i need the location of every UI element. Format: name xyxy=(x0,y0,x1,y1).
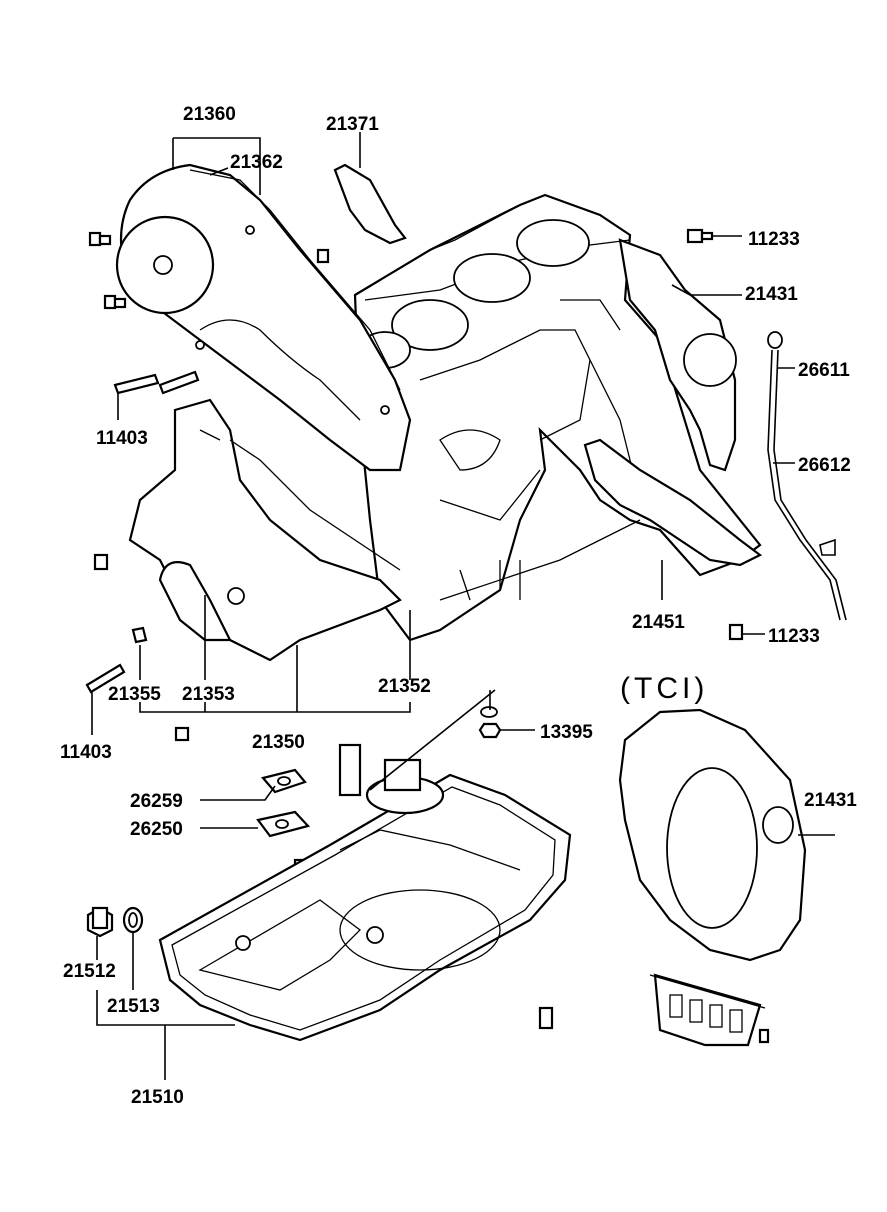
callout-11403-upper: 11403 xyxy=(96,428,148,449)
callout-11403-lower: 11403 xyxy=(60,742,112,763)
oil-strainer xyxy=(338,743,445,815)
callout-21513: 21513 xyxy=(107,996,160,1017)
callout-21451: 21451 xyxy=(632,612,685,633)
callout-21431-upper: 21431 xyxy=(745,284,798,305)
callout-21512: 21512 xyxy=(63,961,116,982)
callout-11233-upper: 11233 xyxy=(748,229,800,250)
oil-pan xyxy=(158,773,572,1042)
drain-plug xyxy=(86,906,114,938)
tci-rear-plate xyxy=(618,708,807,962)
tci-variant-label: (TCI) xyxy=(620,672,708,705)
callout-21431-tci: 21431 xyxy=(804,790,857,811)
callout-21352: 21352 xyxy=(378,676,431,697)
callout-26250: 26250 xyxy=(130,819,183,840)
bolts xyxy=(85,228,770,1044)
timing-cover-upper xyxy=(115,163,412,472)
callout-21360: 21360 xyxy=(183,104,236,125)
drain-washer xyxy=(122,906,144,934)
callout-26611: 26611 xyxy=(798,360,850,381)
callout-21371: 21371 xyxy=(326,114,379,135)
callout-21353: 21353 xyxy=(182,684,235,705)
tci-shield xyxy=(649,973,766,1047)
callout-21510: 21510 xyxy=(131,1087,184,1108)
callout-13395: 13395 xyxy=(540,722,593,743)
strainer-gaskets xyxy=(256,768,311,838)
callout-11233-lower: 11233 xyxy=(768,626,820,647)
cover-21451 xyxy=(583,438,763,567)
timing-cover-lower xyxy=(128,398,402,662)
callout-21362: 21362 xyxy=(230,152,283,173)
callout-21355: 21355 xyxy=(108,684,161,705)
bracket-21371 xyxy=(333,163,407,245)
callout-21350: 21350 xyxy=(252,732,305,753)
callout-26612: 26612 xyxy=(798,455,851,476)
callout-26259: 26259 xyxy=(130,791,183,812)
leader-lines xyxy=(91,132,835,1080)
oil-dipstick xyxy=(767,331,847,621)
